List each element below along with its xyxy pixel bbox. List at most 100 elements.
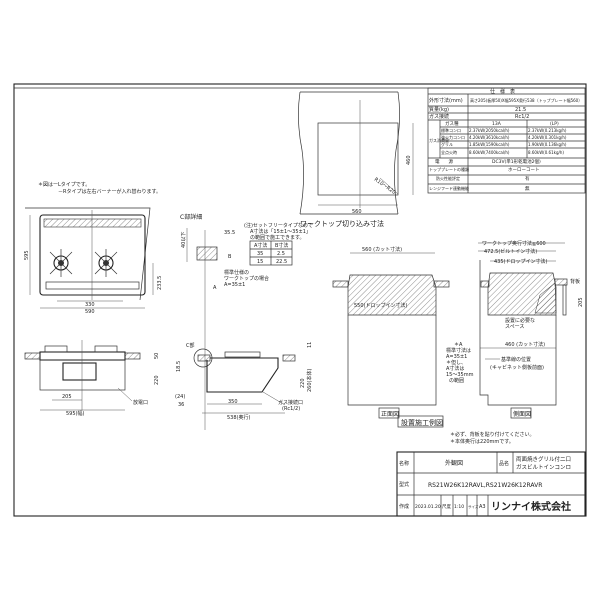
c-detail-title: C部詳細	[180, 213, 202, 221]
grill-door	[62, 362, 97, 381]
sheet-border	[13, 83, 587, 517]
install-builtin-472: 472.5(ビルトイン寸法)	[484, 248, 537, 255]
install-a-note: ＊但し、	[446, 359, 466, 366]
gas-row-label: 全点火時	[441, 149, 457, 155]
install-ref-line: (キャビネット側板前面)	[490, 364, 544, 371]
c-std-note: ワークトップの場合	[224, 275, 269, 282]
title-block: 名称 外観図 品名 両面焼きグリル付二口 ガスビルトインコンロ 型式 RS21W…	[396, 451, 586, 517]
c-table-header: B寸法	[275, 242, 288, 249]
cooktop-side-view: C部 18.5 (24) 36 350 538(奥行) 11 220 260(本…	[175, 300, 313, 430]
gas-row-lp: 1.90kW(0.136kg/h)	[528, 142, 567, 147]
c-dim-35-5: 35.5	[224, 230, 235, 236]
gas-type-label: ガス種	[445, 120, 459, 127]
c-label-b: B	[228, 254, 232, 260]
cooktop-top-view: 330 590 595 233.5	[24, 207, 163, 315]
c-note: (注)セットフリータイプなので	[244, 222, 313, 229]
side-dim-220: 220	[300, 378, 306, 388]
spec-title: 仕 様 表	[490, 88, 515, 95]
dim-590: 590	[85, 309, 95, 315]
spec-label-topplate: トッププレートの種類	[429, 166, 469, 172]
spec-label-gas-connection: ガス接続	[429, 113, 449, 120]
gas-row-lp: 2.37kW(0.213kg/h)	[528, 128, 567, 133]
spec-value-fire: 有	[525, 175, 530, 182]
c-label-a: A	[213, 285, 217, 291]
side-dim-350: 350	[228, 399, 238, 405]
spec-label-dimensions: 外形寸法(mm)	[429, 97, 463, 104]
spec-value-topplate: ホーローコート	[508, 167, 540, 173]
install-space-note: 設置に必要な	[505, 317, 535, 324]
dim-595: 595	[24, 250, 30, 260]
spec-value-power: DC3V(単1形乾電池2個)	[492, 158, 541, 165]
backboard-note: ＊必ず、背板を貼り付けてください。	[450, 431, 535, 438]
install-dim-205: 205	[578, 297, 584, 307]
install-front-view: 560 (カット寸法) 550(ドロップイン寸法) 正面図	[332, 246, 450, 419]
install-cut-560: 560 (カット寸法)	[362, 246, 402, 253]
c-std-note: 標準仕様の	[224, 269, 249, 276]
spec-label-hood: レンジフード連動機能	[429, 185, 469, 191]
note-l-type: ＊図はーLタイプです。	[38, 181, 90, 188]
install-a-note: 15～35mm	[446, 372, 474, 378]
gas-row-lp: 4.20kW(0.301kg/h)	[528, 135, 567, 140]
side-dim-11: 11	[307, 342, 313, 348]
front-dim-595: 595(幅)	[66, 410, 84, 417]
title-scale: 1:10	[454, 504, 464, 510]
install-a-note: A寸法は	[446, 365, 464, 372]
install-a-note: 標準寸法は	[446, 347, 471, 354]
title-product-value: ガスビルトインコンロ	[516, 463, 571, 471]
gas-row-13a: 1.85kW(1590kcal/h)	[469, 142, 510, 147]
install-title: 設置施工例図	[401, 418, 443, 427]
spec-value-weight: 21.5	[515, 107, 526, 113]
front-dim-220: 220	[154, 375, 160, 385]
c-table-cell: 15	[257, 259, 263, 265]
cutout-radius: R10～R20	[373, 177, 397, 196]
title-model-value: RS21W26K12RAVL,RS21W26K12RAVR	[428, 482, 542, 489]
company-name: リンナイ株式会社	[491, 500, 571, 513]
spec-gas-group: ガス消費量	[429, 137, 449, 143]
gas-row-label: グリル	[441, 141, 453, 147]
install-dropin-550: 550(ドロップイン寸法)	[354, 302, 407, 309]
gas-inlet-size: (Rc1/2)	[282, 406, 300, 412]
c-table-header: A寸法	[254, 242, 267, 249]
cutout-width: 560	[352, 209, 362, 215]
side-dim-36: 36	[178, 402, 184, 408]
front-dim-205: 205	[62, 394, 72, 400]
c-table-cell: 2.5	[277, 251, 285, 257]
title-name-value: 外観図	[445, 459, 463, 467]
c-std-note: A=35±1	[224, 282, 245, 288]
gas-type-13a: 13A	[492, 121, 502, 127]
control-panel	[45, 281, 140, 290]
title-product-value: 両面焼きグリル付二口	[516, 455, 571, 463]
install-backboard: 背板	[570, 278, 580, 285]
gas-row-13a: 4.20kW(3610kcal/h)	[469, 135, 510, 140]
gas-type-lp: (LP)	[550, 121, 559, 127]
spec-table: 仕 様 表 外形寸法(mm) 高さ205(板厚50)X幅595X奥行538（トッ…	[427, 87, 586, 194]
gas-row-lp: 8.60kW(0.61kg/h)	[528, 150, 564, 155]
side-dim-18-5: 18.5	[176, 361, 182, 372]
burner-left-icon	[49, 249, 73, 277]
side-c-part: C部	[186, 342, 195, 349]
spec-label-power: 電 源	[435, 158, 453, 165]
gas-row-13a: 8.60kW(7400kcal/h)	[469, 150, 510, 155]
gas-row-label: 強火力コンロ	[441, 134, 465, 140]
install-side-label: 側面図	[513, 410, 531, 418]
burner-right-icon	[94, 249, 118, 277]
note-r-type: －Rタイプは左右バーナーが入れ替わります。	[58, 188, 161, 195]
dim-233-5: 233.5	[157, 276, 163, 290]
install-cut-460: 460 (カット寸法)	[505, 341, 545, 348]
dim-330: 330	[85, 302, 95, 308]
title-size-label: サイズ	[468, 504, 479, 509]
title-name-label: 名称	[399, 460, 409, 467]
side-dim-24: (24)	[175, 394, 185, 400]
install-front-label: 正面図	[381, 411, 399, 418]
c-note: A寸法は「15±1～35±1」	[250, 228, 311, 235]
worktop-cutout-drawing: 560 460 R10～R20	[298, 91, 414, 215]
cutout-depth: 460	[406, 155, 412, 165]
c-detail: C部詳細 40以下 35.5 B A 標準仕様の ワークトップの場合 A=35±…	[180, 213, 313, 300]
install-side-view: ワークトップ奥行寸法≧600 472.5(ビルトイン寸法) 435(ドロップイン…	[446, 240, 584, 419]
depth-note: ＊本体奥行は220mmです。	[450, 438, 514, 445]
title-model-label: 型式	[399, 481, 409, 488]
gas-row-label: 標準コンロ	[441, 127, 461, 133]
install-a-note: A=35±1	[446, 354, 467, 360]
gas-row-13a: 2.37kW(2050kcal/h)	[469, 128, 510, 133]
